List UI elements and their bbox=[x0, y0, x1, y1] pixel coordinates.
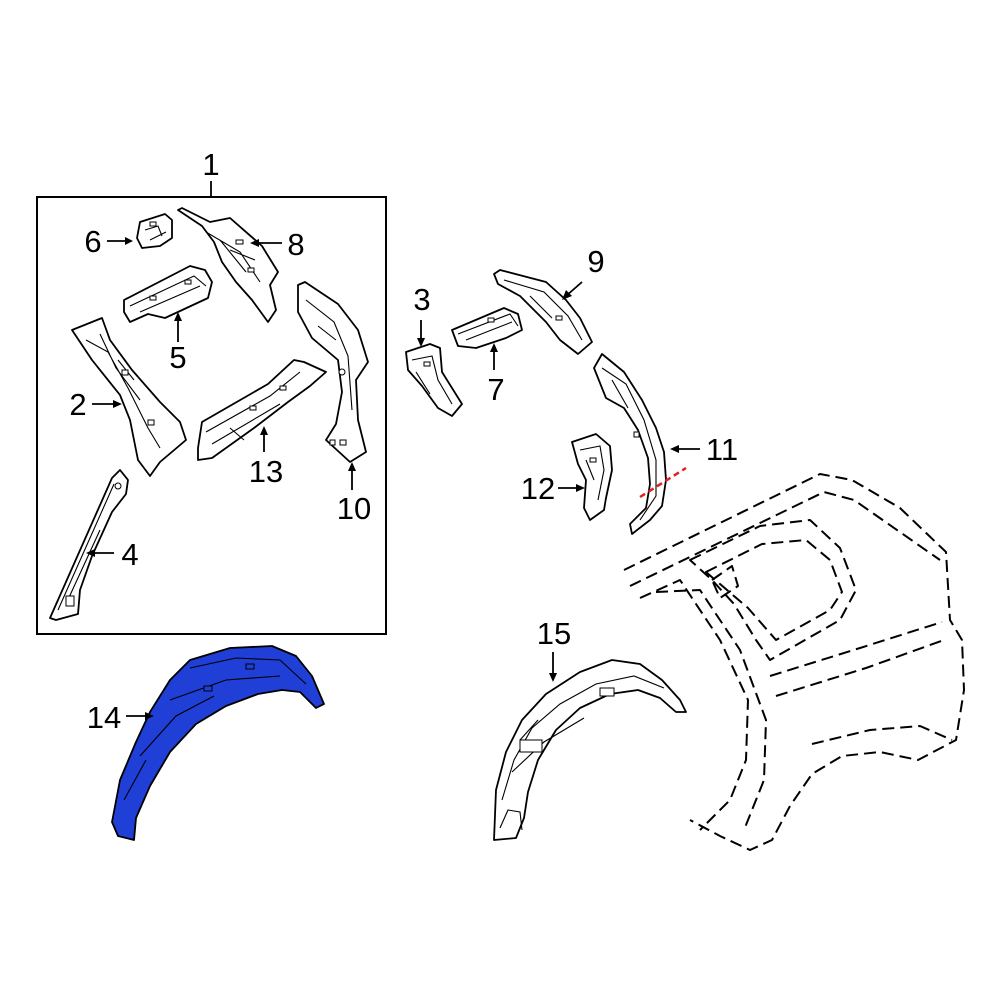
callout-10: 10 bbox=[337, 491, 371, 526]
callout-13: 13 bbox=[249, 454, 283, 489]
arrowhead-12 bbox=[576, 484, 585, 492]
callout-4: 4 bbox=[121, 537, 138, 572]
arrowhead-4 bbox=[86, 549, 95, 557]
part-14-highlighted[interactable] bbox=[111, 645, 325, 841]
arrowhead-13 bbox=[260, 426, 268, 435]
cut-line bbox=[639, 466, 687, 499]
part-2[interactable] bbox=[71, 317, 187, 477]
part-4[interactable] bbox=[49, 469, 129, 621]
part-11[interactable] bbox=[593, 353, 667, 535]
callout-12: 12 bbox=[521, 471, 555, 506]
callout-11: 11 bbox=[706, 432, 738, 467]
arrowhead-6 bbox=[125, 237, 133, 245]
part-5[interactable] bbox=[123, 265, 213, 323]
part-12[interactable] bbox=[571, 433, 613, 521]
arrowhead-10 bbox=[348, 462, 356, 471]
callout-9: 9 bbox=[587, 244, 604, 279]
part-3[interactable] bbox=[405, 343, 463, 417]
part-13[interactable] bbox=[197, 359, 327, 461]
callout-14: 14 bbox=[87, 700, 121, 735]
arrowhead-7 bbox=[490, 343, 498, 352]
arrowhead-9 bbox=[562, 290, 572, 300]
arrowhead-8 bbox=[250, 239, 259, 247]
part-15[interactable] bbox=[493, 659, 687, 841]
arrowhead-15 bbox=[549, 673, 557, 682]
part-10[interactable] bbox=[297, 281, 369, 463]
arrowhead-2 bbox=[113, 400, 122, 408]
callout-3: 3 bbox=[413, 282, 430, 317]
callout-8: 8 bbox=[287, 227, 304, 262]
callout-15: 15 bbox=[537, 616, 571, 651]
callout-1: 1 bbox=[202, 147, 219, 182]
part-8[interactable] bbox=[177, 207, 279, 323]
part-6[interactable] bbox=[136, 213, 173, 249]
arrowhead-5 bbox=[174, 312, 182, 321]
part-7[interactable] bbox=[451, 307, 523, 349]
vehicle-body-outline bbox=[623, 473, 965, 851]
callout-6: 6 bbox=[84, 224, 101, 259]
arrowhead-3 bbox=[417, 338, 425, 347]
callout-5: 5 bbox=[169, 340, 186, 375]
arrowhead-11 bbox=[670, 445, 679, 453]
part-9[interactable] bbox=[493, 269, 593, 355]
callout-7: 7 bbox=[487, 372, 504, 407]
arrowhead-14 bbox=[145, 712, 154, 720]
callout-2: 2 bbox=[69, 387, 86, 422]
